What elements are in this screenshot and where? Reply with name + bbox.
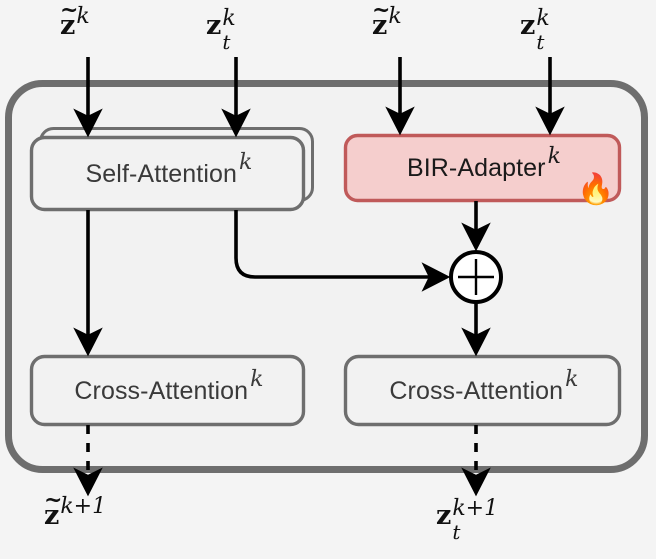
input-label-z-tilde-left: ~zk: [60, 0, 90, 41]
fire-emoji-icon: 🔥: [577, 173, 615, 206]
bir-adapter-block-shape: [343, 133, 622, 203]
output-label-z-tilde: ~zk+1: [44, 487, 107, 531]
cross-attention-left-shape: [29, 354, 306, 427]
sum-junction-shape: [449, 250, 503, 304]
input-label-z-tilde-right: ~zk: [372, 0, 402, 41]
self-attention-block-shape: [29, 135, 306, 212]
cross-attention-right-shape: [343, 354, 622, 427]
sum-junction[interactable]: [451, 252, 501, 302]
edge-self-attention-to-sum-junction: [234, 210, 451, 292]
